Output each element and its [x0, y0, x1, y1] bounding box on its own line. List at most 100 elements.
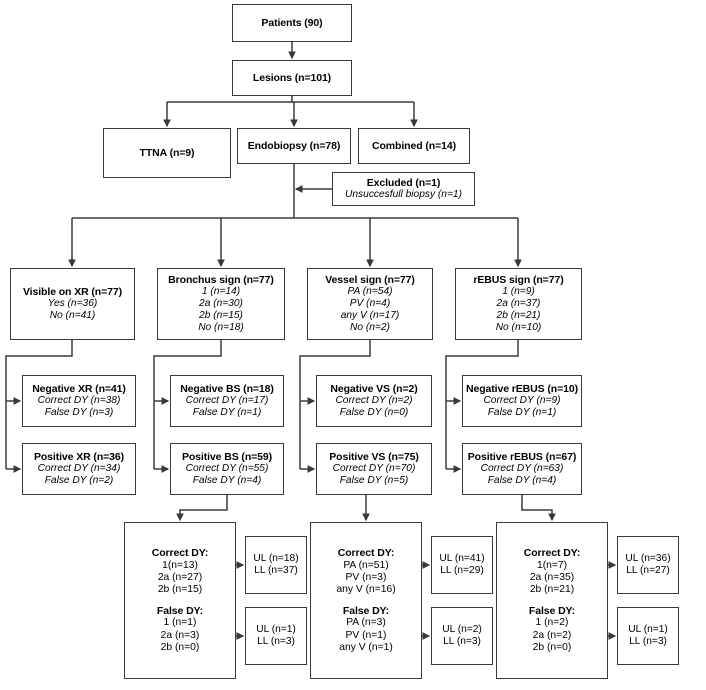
node-dy-bronchus-sign: Correct DY: 1(n=13) 2a (n=27) 2b (n=15) …	[124, 522, 236, 679]
node-bronchus-sign-label: Bronchus sign (n=77)	[168, 273, 274, 286]
dy-correct-row: PV (n=3)	[345, 571, 387, 583]
node-visible-on-xr: Visible on XR (n=77) Yes (n=36) No (n=41…	[10, 268, 135, 340]
node-vessel-sign: Vessel sign (n=77) PA (n=54) PV (n=4) an…	[307, 268, 433, 340]
lobe-row: UL (n=1)	[628, 623, 668, 635]
node-lesions: Lesions (n=101)	[232, 60, 352, 96]
node-positive-rebus: Positive rEBUS (n=67) Correct DY (n=63) …	[462, 443, 582, 495]
node-positive-vs-row: False DY (n=5)	[339, 475, 409, 487]
node-negative-xr-row: Correct DY (n=38)	[37, 395, 121, 407]
node-positive-bs: Positive BS (n=59) Correct DY (n=55) Fal…	[170, 443, 284, 495]
node-negative-vs-row: False DY (n=0)	[339, 407, 409, 419]
node-bronchus-sign-row: 2a (n=30)	[199, 298, 243, 310]
node-lobe-rebus-false: UL (n=1) LL (n=3)	[617, 607, 679, 665]
dy-false-header: False DY:	[528, 605, 576, 617]
node-lobe-bs-correct: UL (n=18) LL (n=37)	[245, 536, 307, 594]
node-visible-on-xr-row: No (n=41)	[49, 310, 96, 322]
node-vessel-sign-row: No (n=2)	[350, 322, 390, 334]
node-lesions-label: Lesions (n=101)	[252, 71, 332, 84]
node-negative-rebus-row: Correct DY (n=9)	[483, 395, 561, 407]
node-positive-rebus-row: Correct DY (n=63)	[480, 463, 564, 475]
dy-false-header: False DY:	[156, 605, 204, 617]
lobe-row: UL (n=2)	[442, 623, 482, 635]
node-negative-rebus: Negative rEBUS (n=10) Correct DY (n=9) F…	[462, 375, 582, 427]
lobe-row: LL (n=3)	[443, 636, 481, 647]
node-lobe-rebus-correct: UL (n=36) LL (n=27)	[617, 536, 679, 594]
lobe-row: UL (n=36)	[625, 552, 671, 564]
node-positive-bs-row: Correct DY (n=55)	[185, 463, 269, 475]
node-endobiopsy: Endobiopsy (n=78)	[237, 128, 351, 164]
dy-correct-row: 2a (n=35)	[529, 571, 575, 583]
dy-false-row: 1 (n=1)	[163, 617, 197, 629]
node-endobiopsy-label: Endobiopsy (n=78)	[247, 139, 341, 152]
node-vessel-sign-row: PA (n=54)	[347, 286, 393, 298]
node-lobe-vs-correct: UL (n=41) LL (n=29)	[431, 536, 493, 594]
node-vessel-sign-label: Vessel sign (n=77)	[325, 273, 415, 286]
node-bronchus-sign: Bronchus sign (n=77) 1 (n=14) 2a (n=30) …	[157, 268, 285, 340]
node-negative-bs-row: False DY (n=1)	[192, 407, 262, 419]
node-negative-vs: Negative VS (n=2) Correct DY (n=2) False…	[316, 375, 432, 427]
node-positive-rebus-row: False DY (n=4)	[487, 475, 557, 487]
lobe-row: UL (n=18)	[253, 552, 299, 564]
dy-false-row: 1 (n=2)	[535, 617, 569, 629]
node-vessel-sign-row: PV (n=4)	[349, 298, 391, 310]
node-positive-vs: Positive VS (n=75) Correct DY (n=70) Fal…	[316, 443, 432, 495]
node-positive-vs-row: Correct DY (n=70)	[332, 463, 416, 475]
node-negative-vs-label: Negative VS (n=2)	[330, 382, 418, 395]
lobe-row: LL (n=27)	[626, 565, 670, 576]
lobe-row: UL (n=41)	[439, 552, 485, 564]
dy-correct-header: Correct DY:	[523, 547, 581, 560]
dy-correct-row: 2b (n=15)	[157, 583, 203, 595]
node-rebus-sign-row: 1 (n=9)	[502, 286, 535, 298]
node-vessel-sign-row: any V (n=17)	[340, 310, 400, 322]
node-rebus-sign-label: rEBUS sign (n=77)	[473, 273, 564, 286]
node-lobe-bs-false: UL (n=1) LL (n=3)	[245, 607, 307, 665]
node-positive-bs-row: False DY (n=4)	[192, 475, 262, 487]
dy-correct-row: 2a (n=27)	[157, 571, 203, 583]
node-negative-vs-row: Correct DY (n=2)	[335, 395, 413, 407]
node-positive-xr-row: False DY (n=2)	[44, 475, 114, 487]
dy-false-header: False DY:	[342, 605, 390, 617]
dy-correct-row: 1(n=13)	[162, 559, 198, 571]
dy-false-row: PA (n=3)	[346, 617, 386, 629]
lobe-row: LL (n=29)	[440, 565, 484, 576]
dy-false-row: 2a (n=3)	[160, 629, 200, 641]
dy-correct-row: PA (n=51)	[343, 559, 389, 571]
node-negative-rebus-label: Negative rEBUS (n=10)	[466, 382, 578, 395]
node-rebus-sign: rEBUS sign (n=77) 1 (n=9) 2a (n=37) 2b (…	[455, 268, 582, 340]
dy-false-row: 2a (n=2)	[532, 629, 572, 641]
node-negative-bs-label: Negative BS (n=18)	[180, 382, 274, 395]
node-dy-vessel-sign: Correct DY: PA (n=51) PV (n=3) any V (n=…	[310, 522, 422, 679]
dy-correct-header: Correct DY:	[151, 547, 209, 560]
node-lobe-vs-false: UL (n=2) LL (n=3)	[431, 607, 493, 665]
node-positive-xr: Positive XR (n=36) Correct DY (n=34) Fal…	[22, 443, 136, 495]
node-combined-label: Combined (n=14)	[372, 139, 456, 152]
node-bronchus-sign-row: 2b (n=15)	[199, 310, 243, 322]
node-negative-rebus-row: False DY (n=1)	[487, 407, 557, 419]
dy-false-row: PV (n=1)	[345, 629, 387, 641]
dy-false-row: any V (n=1)	[339, 641, 393, 653]
dy-false-row: 2b (n=0)	[160, 641, 200, 653]
node-bronchus-sign-row: 1 (n=14)	[201, 286, 241, 298]
node-negative-bs: Negative BS (n=18) Correct DY (n=17) Fal…	[170, 375, 284, 427]
node-negative-bs-row: Correct DY (n=17)	[185, 395, 269, 407]
dy-false-row: 2b (n=0)	[532, 641, 572, 653]
node-visible-on-xr-row: Yes (n=36)	[47, 298, 98, 310]
node-visible-on-xr-label: Visible on XR (n=77)	[22, 285, 123, 298]
lobe-row: UL (n=1)	[256, 623, 296, 635]
lobe-row: LL (n=37)	[254, 565, 298, 576]
node-ttna: TTNA (n=9)	[103, 128, 231, 178]
node-rebus-sign-row: No (n=10)	[495, 322, 542, 334]
node-excluded: Excluded (n=1) Unsuccesfull biopsy (n=1)	[332, 172, 475, 206]
node-patients-label: Patients (90)	[261, 16, 323, 29]
node-positive-xr-row: Correct DY (n=34)	[37, 463, 121, 475]
dy-correct-row: 2b (n=21)	[529, 583, 575, 595]
node-positive-rebus-label: Positive rEBUS (n=67)	[467, 450, 577, 463]
node-excluded-label: Excluded (n=1)	[366, 176, 441, 189]
node-rebus-sign-row: 2a (n=37)	[496, 298, 541, 310]
node-bronchus-sign-row: No (n=18)	[198, 322, 244, 334]
node-positive-xr-label: Positive XR (n=36)	[33, 450, 125, 463]
dy-correct-row: 1(n=7)	[536, 559, 568, 571]
node-rebus-sign-row: 2b (n=21)	[496, 310, 541, 322]
node-negative-xr-label: Negative XR (n=41)	[32, 382, 126, 395]
